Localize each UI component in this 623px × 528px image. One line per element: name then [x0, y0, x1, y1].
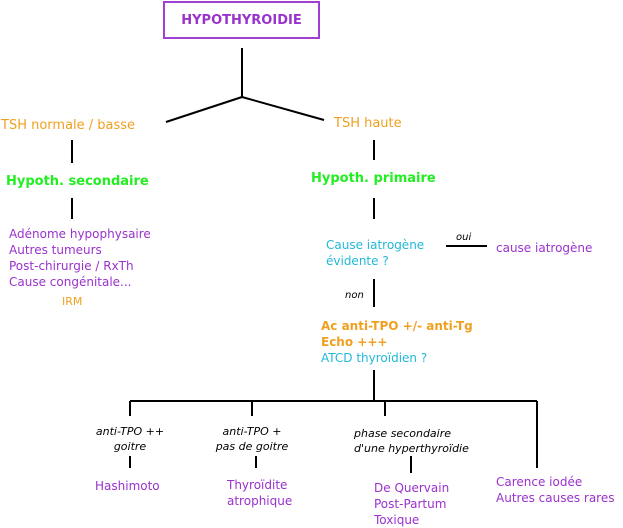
- criteria-line: d'une hyperthyroïdie: [354, 442, 469, 455]
- no-label: non: [345, 290, 364, 301]
- diagram-title: HYPOTHYROIDIE: [163, 1, 320, 39]
- tsh-low-label: TSH normale / basse: [1, 118, 136, 133]
- result-secondary-phase: De Quervain Post-Partum Toxique: [374, 480, 449, 528]
- outcome-criteria-3: phase secondaire d'une hyperthyroïdie: [354, 426, 469, 456]
- criteria-line: pas de goitre: [215, 440, 289, 453]
- secondary-causes-list: Adénome hypophysaire Autres tumeurs Post…: [9, 226, 151, 290]
- criteria-line: anti-TPO ++: [95, 425, 165, 438]
- result-line: atrophique: [227, 494, 293, 508]
- result-line: Toxique: [374, 513, 420, 527]
- result-line: Autres causes rares: [496, 491, 615, 505]
- tsh-high-label: TSH haute: [334, 116, 402, 131]
- cause-item: Autres tumeurs: [9, 243, 102, 257]
- cause-item: Cause congénitale...: [9, 275, 132, 289]
- question-line: Cause iatrogène: [326, 238, 425, 252]
- result-atrophic-thyroiditis: Thyroïdite atrophique: [227, 477, 292, 509]
- result-line: Carence iodée: [496, 475, 583, 489]
- family-history-question: ATCD thyroïdien ?: [321, 351, 428, 365]
- criteria-line: anti-TPO +: [222, 425, 282, 438]
- outcome-criteria-1: anti-TPO ++ goitre: [80, 424, 180, 454]
- question-line: évidente ?: [326, 254, 389, 268]
- result-line: Post-Partum: [374, 497, 447, 511]
- yes-label: oui: [456, 232, 472, 243]
- workup-line: Echo +++: [321, 335, 388, 349]
- primary-hypothyroid-label: Hypoth. primaire: [311, 171, 436, 186]
- outcome-criteria-2: anti-TPO + pas de goitre: [196, 424, 308, 454]
- secondary-hypothyroid-label: Hypoth. secondaire: [6, 174, 149, 189]
- iatrogenic-question: Cause iatrogène évidente ?: [326, 237, 424, 269]
- result-line: Thyroïdite: [227, 478, 288, 492]
- iatrogenic-cause-result: cause iatrogène: [496, 241, 593, 255]
- result-line: De Quervain: [374, 481, 450, 495]
- result-hashimoto: Hashimoto: [95, 479, 160, 493]
- result-iodine-deficiency: Carence iodée Autres causes rares: [496, 474, 615, 506]
- workup-line: Ac anti-TPO +/- anti-Tg: [321, 319, 473, 333]
- workup-block: Ac anti-TPO +/- anti-Tg Echo +++: [321, 318, 473, 350]
- cause-item: Post-chirurgie / RxTh: [9, 259, 134, 273]
- criteria-line: goitre: [113, 440, 147, 453]
- criteria-line: phase secondaire: [354, 427, 452, 440]
- cause-item: Adénome hypophysaire: [9, 227, 151, 241]
- mri-exam-label: IRM: [62, 295, 83, 308]
